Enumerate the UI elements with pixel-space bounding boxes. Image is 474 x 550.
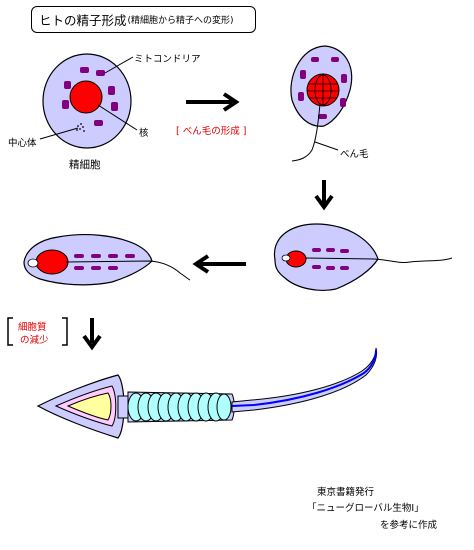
stage4-flagellum — [65, 260, 191, 281]
arrow-left-1 — [192, 254, 246, 274]
spermatid-label: 精細胞 — [69, 159, 101, 171]
sperm-head-acrosome — [66, 392, 112, 421]
diagram-subtitle: (精細胞から精子への変形) — [127, 16, 234, 26]
sperm-tail-axoneme — [231, 349, 377, 407]
flagellum-label: べん毛 — [340, 149, 369, 160]
stage3-flagellum — [304, 257, 453, 264]
stage2-nucleus-texture — [307, 74, 339, 106]
arrow-down-2 — [82, 318, 102, 351]
stage2-flagellum — [291, 103, 321, 162]
cytoplasm-label-line2: の減少 — [20, 335, 49, 346]
centriole-leader-line — [39, 127, 79, 140]
arrow-down-1 — [314, 180, 334, 211]
title-box: ヒトの精子形成 (精細胞から精子への変形) — [31, 6, 256, 33]
spermatid-nucleus — [69, 80, 103, 114]
stage5-sperm — [36, 347, 378, 439]
stage3-acrosome — [281, 254, 291, 262]
stage3-mitochondria — [312, 248, 349, 270]
flagellum-leader-line — [314, 141, 339, 151]
nucleus-label: 核 — [139, 128, 149, 139]
cytoplasm-bracket — [7, 317, 68, 346]
stage4-mitochondria — [74, 254, 135, 270]
mitochondria-leader-line — [104, 56, 134, 74]
nucleus-leader-line — [97, 104, 138, 131]
arrow-right-1 — [186, 92, 240, 112]
spermatid-centriole — [76, 123, 85, 132]
diagram-title: ヒトの精子形成 — [39, 13, 127, 28]
spermatid-mitochondria — [62, 67, 118, 126]
stage1-spermatid — [39, 53, 138, 149]
centriole-label: 中心体 — [8, 138, 37, 149]
stage3-elongation — [273, 223, 453, 291]
stage2-mitochondria — [298, 57, 347, 119]
credit-note: を参考に作成 — [380, 520, 438, 531]
stage4-acrosome — [27, 258, 39, 268]
stage4-elongation — [23, 233, 191, 286]
flagellum-formation-label: [ べん毛の形成 ] — [176, 126, 247, 137]
mitochondria-label: ミトコンドリア — [134, 54, 201, 65]
credit-publisher: 東京書籍発行 — [317, 487, 375, 498]
sperm-tail — [231, 347, 378, 413]
sperm-midpiece-mitochondria — [127, 392, 232, 422]
stage2-flagellum-formation — [290, 45, 353, 162]
stage4-nucleus — [35, 249, 69, 275]
credit-book-title: 「ニューグローバル生物Ⅰ」 — [307, 503, 424, 514]
cytoplasm-label-line1: 細胞質 — [18, 322, 47, 333]
